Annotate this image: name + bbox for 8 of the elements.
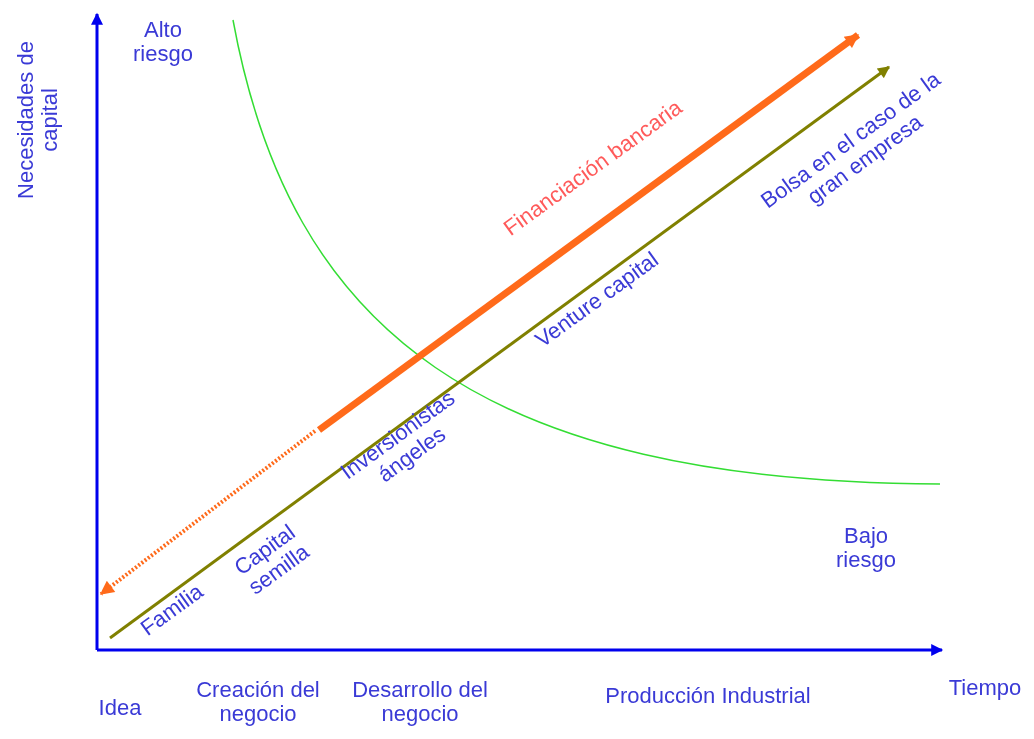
axis-label: Tiempo [947,675,1023,701]
risk-label: Bajo riesgo [835,523,897,573]
axis-tick-label: Desarrollo del negocio [351,677,489,727]
axis-tick-label: Idea [97,695,143,721]
axis-tick-label: Creación del negocio [195,677,321,727]
axis-label: Necesidades de capital [13,40,63,201]
risk-label: Alto riesgo [132,17,194,67]
axis-tick-label: Producción Industrial [604,683,812,709]
